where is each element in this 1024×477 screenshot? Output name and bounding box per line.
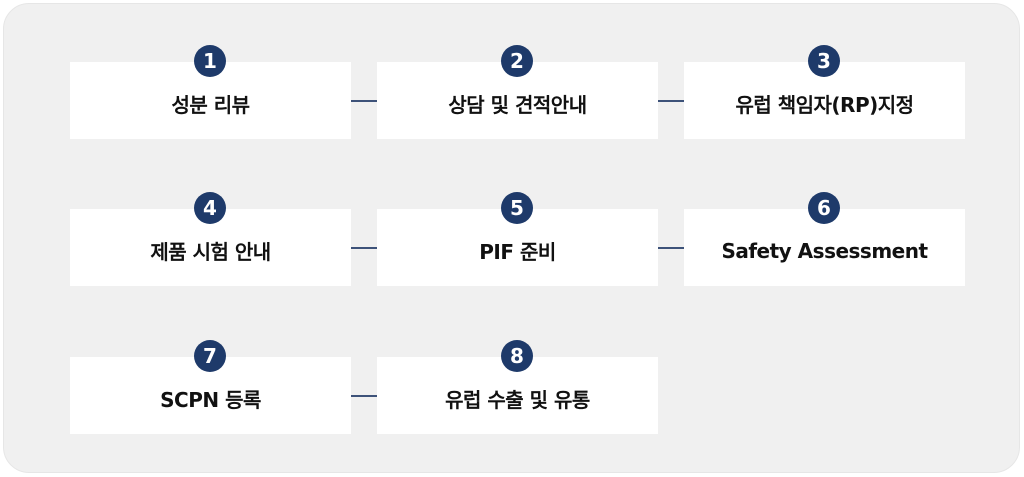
step-number-badge: 8 [501, 340, 533, 372]
step-number-badge: 2 [501, 45, 533, 77]
step-4: 4 제품 시험 안내 [70, 192, 351, 286]
step-label: SCPN 등록 [160, 388, 261, 412]
step-3: 3 유럽 책임자(RP)지정 [684, 45, 965, 139]
step-1: 1 성분 리뷰 [70, 45, 351, 139]
step-label: 유럽 수출 및 유통 [445, 388, 590, 412]
connector-line [658, 247, 684, 249]
step-label: PIF 준비 [479, 240, 556, 264]
step-number-badge: 5 [501, 192, 533, 224]
connector-line [351, 100, 377, 102]
step-2: 2 상담 및 견적안내 [377, 45, 658, 139]
connector-line [658, 100, 684, 102]
step-number-badge: 1 [194, 45, 226, 77]
step-number-badge: 7 [194, 340, 226, 372]
step-label: 상담 및 견적안내 [448, 93, 587, 117]
step-number-badge: 4 [194, 192, 226, 224]
step-number-badge: 6 [808, 192, 840, 224]
step-label: 성분 리뷰 [171, 93, 250, 117]
connector-line [351, 395, 377, 397]
step-label: Safety Assessment [721, 238, 928, 263]
step-label: 제품 시험 안내 [150, 240, 271, 264]
step-number-badge: 3 [808, 45, 840, 77]
connector-line [351, 247, 377, 249]
step-8: 8 유럽 수출 및 유통 [377, 340, 658, 434]
step-label: 유럽 책임자(RP)지정 [735, 93, 914, 117]
